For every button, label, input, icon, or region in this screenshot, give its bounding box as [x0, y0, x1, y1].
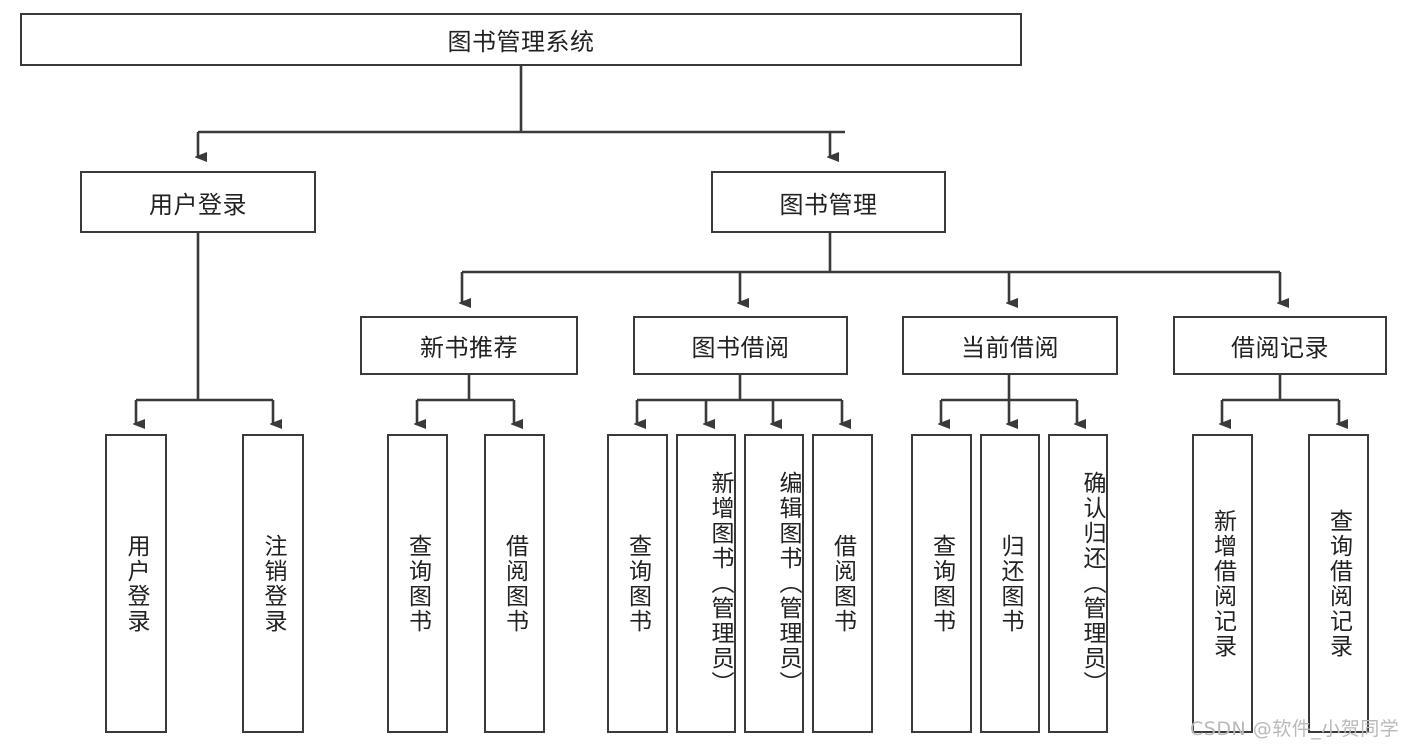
node-current-borrow[interactable]: 当前借阅 — [902, 316, 1118, 375]
node-book-management[interactable]: 图书管理 — [711, 171, 946, 233]
node-label: 新增图书（管理员） — [707, 471, 733, 696]
leaf-query-book-1[interactable]: 查询图书 — [387, 434, 448, 733]
node-book-borrow[interactable]: 图书借阅 — [633, 316, 848, 375]
node-label: 用户登录 — [149, 190, 247, 219]
node-label: 新增借阅记录 — [1209, 508, 1236, 659]
node-new-book-recommend[interactable]: 新书推荐 — [360, 316, 578, 375]
node-borrow-record[interactable]: 借阅记录 — [1173, 316, 1387, 375]
node-user-login[interactable]: 用户登录 — [80, 171, 316, 233]
node-label: 借阅记录 — [1231, 334, 1329, 362]
node-label: 查询图书 — [624, 533, 651, 634]
node-label: 查询图书 — [404, 533, 431, 634]
leaf-query-book-2[interactable]: 查询图书 — [607, 434, 668, 733]
leaf-return-book[interactable]: 归还图书 — [980, 434, 1040, 733]
node-label: 当前借阅 — [961, 334, 1059, 362]
node-label: 注销登录 — [260, 533, 287, 634]
leaf-edit-book[interactable]: 编辑图书（管理员） — [744, 434, 804, 733]
leaf-query-book-3[interactable]: 查询图书 — [911, 434, 972, 733]
node-label: 图书管理 — [779, 190, 878, 219]
leaf-user-login[interactable]: 用户登录 — [105, 434, 167, 733]
leaf-borrow-book-2[interactable]: 借阅图书 — [812, 434, 873, 733]
node-label: 图书借阅 — [691, 334, 790, 362]
leaf-add-record[interactable]: 新增借阅记录 — [1192, 434, 1253, 733]
leaf-confirm-return[interactable]: 确认归还（管理员） — [1048, 434, 1108, 733]
node-root-book-management-system[interactable]: 图书管理系统 — [20, 13, 1022, 66]
leaf-borrow-book-1[interactable]: 借阅图书 — [484, 434, 545, 733]
leaf-logout-login[interactable]: 注销登录 — [242, 434, 304, 733]
node-label: 新书推荐 — [420, 334, 518, 362]
leaf-add-book[interactable]: 新增图书（管理员） — [676, 434, 736, 733]
node-label: 查询图书 — [928, 533, 955, 634]
node-label: 借阅图书 — [501, 533, 528, 634]
node-label: 用户登录 — [123, 533, 150, 634]
node-label: 图书管理系统 — [447, 28, 595, 56]
node-label: 归还图书 — [997, 533, 1024, 634]
node-label: 确认归还（管理员） — [1079, 471, 1105, 696]
leaf-query-record[interactable]: 查询借阅记录 — [1308, 434, 1369, 733]
node-label: 编辑图书（管理员） — [775, 471, 801, 696]
watermark: CSDN @软件_小贺同学 — [1190, 718, 1400, 740]
node-label: 借阅图书 — [829, 533, 856, 634]
node-label: 查询借阅记录 — [1325, 508, 1352, 659]
